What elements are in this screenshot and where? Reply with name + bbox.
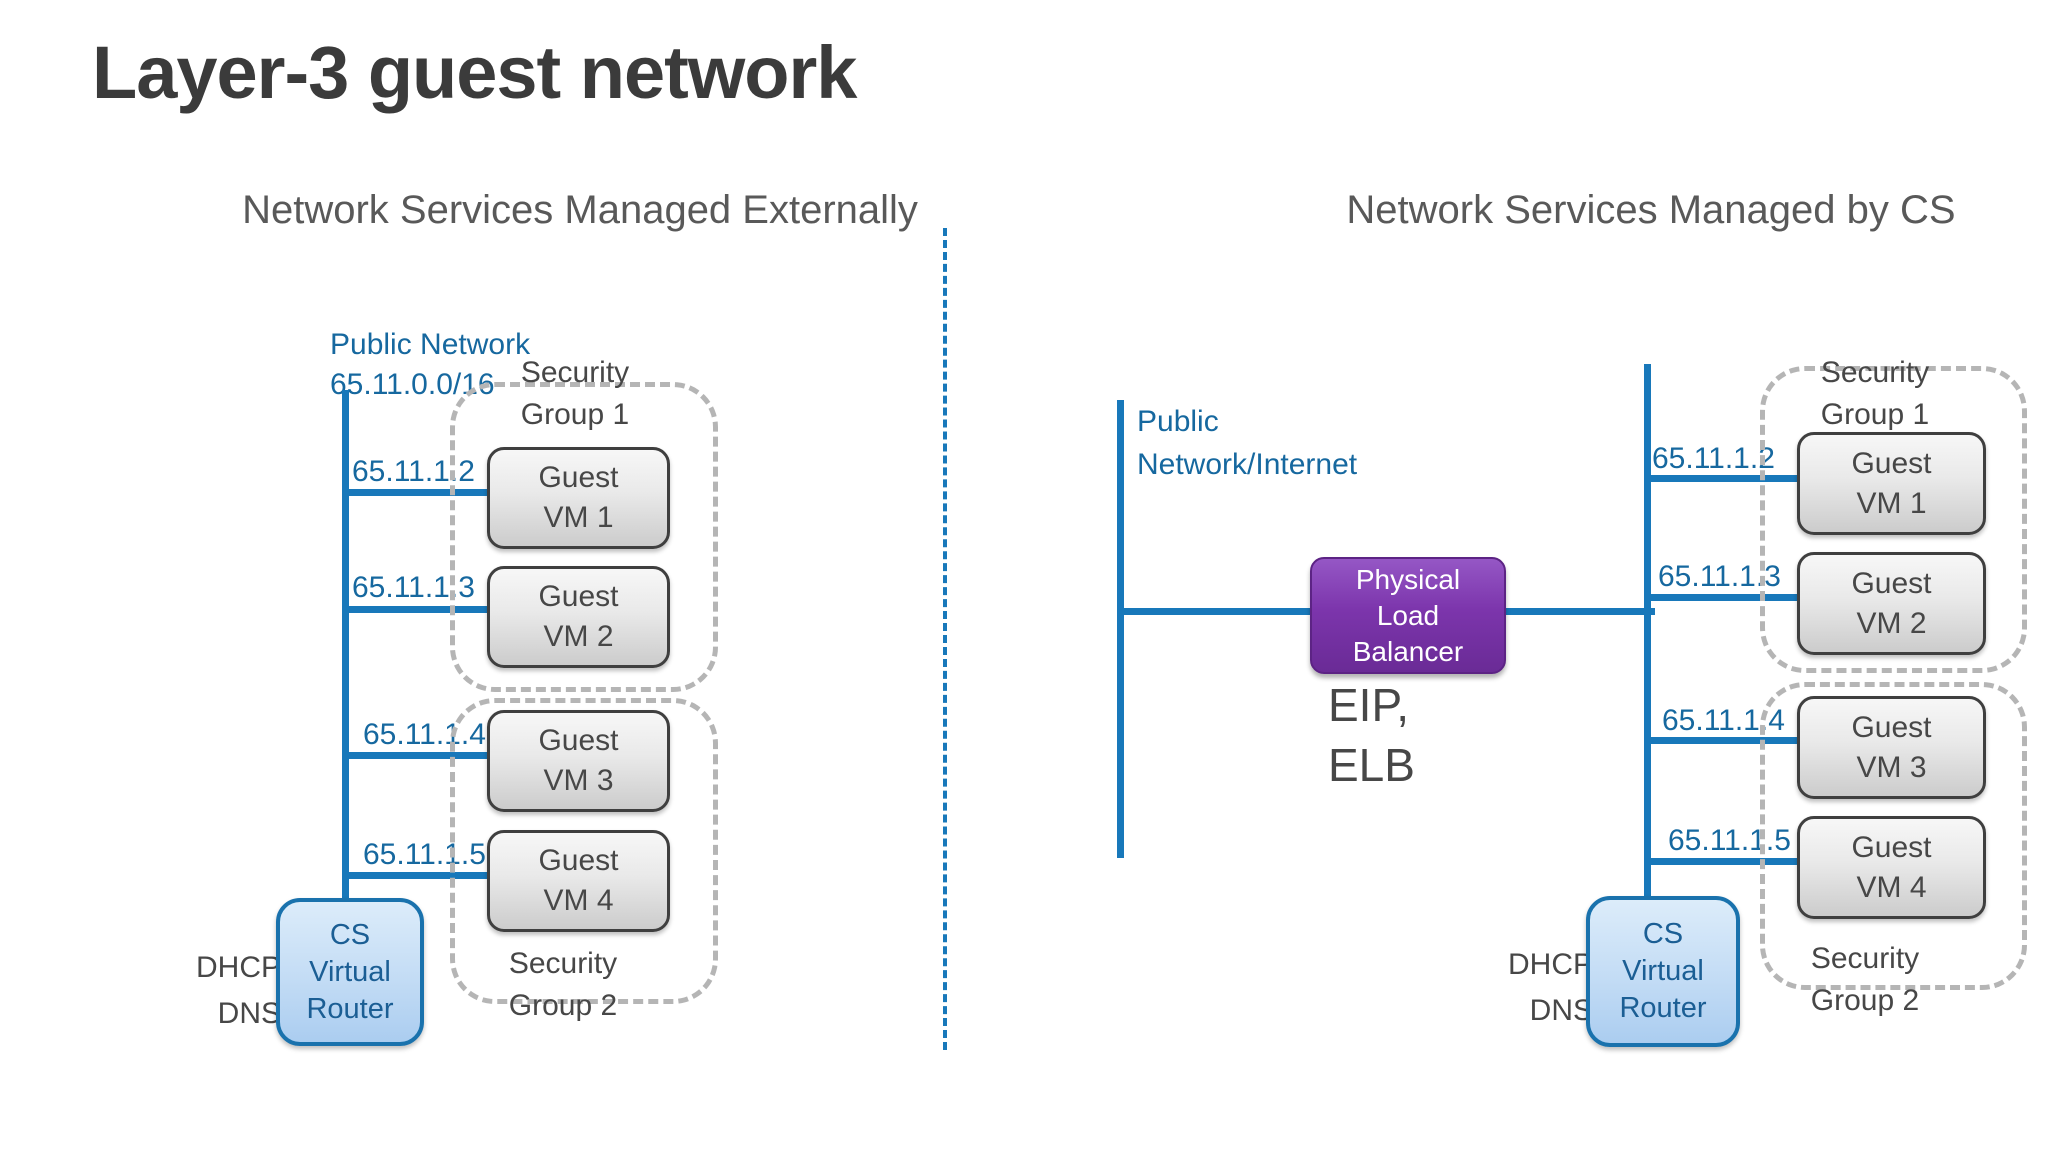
right-security-group-1-box xyxy=(1760,366,2027,673)
left-sg1-label-line1: Security xyxy=(520,356,630,389)
right-sg1-label-line2: Group 1 xyxy=(1820,398,1930,431)
right-dhcp-label: DHCP xyxy=(1508,948,1594,981)
left-sg2-label-line1: Security xyxy=(508,947,618,980)
left-branch-line-vm3 xyxy=(345,752,490,759)
left-security-group-2-label: Security Group 2 xyxy=(483,943,643,1027)
left-guest-vm-2: Guest VM 2 xyxy=(487,566,670,668)
left-vm1-line1: Guest xyxy=(538,461,619,494)
right-sg1-label-line1: Security xyxy=(1820,356,1930,389)
left-branch-line-vm2 xyxy=(345,606,490,613)
left-vm4-line1: Guest xyxy=(538,844,619,877)
right-network-bus-line xyxy=(1644,364,1651,900)
left-cs-virtual-router: CS Virtual Router xyxy=(276,898,424,1046)
right-vm3-line2: VM 3 xyxy=(1856,750,1927,784)
right-dhcp-dns-label: DHCP DNS xyxy=(1508,942,1593,1034)
right-section-header: Network Services Managed by CS xyxy=(1346,188,1956,232)
left-router-line1: CS xyxy=(329,918,371,951)
right-vm3-line1: Guest xyxy=(1851,710,1932,744)
load-balancer-line2: Load xyxy=(1376,599,1440,631)
right-vm4-line1: Guest xyxy=(1851,830,1932,864)
left-security-group-1-label: Security Group 1 xyxy=(495,352,655,436)
left-guest-vm-3: Guest VM 3 xyxy=(487,710,670,812)
left-public-network-label: Public Network 65.11.0.0/16 xyxy=(330,325,530,405)
load-balancer-line1: Physical xyxy=(1355,563,1461,595)
left-router-line2: Virtual xyxy=(309,955,391,988)
right-ip-label-1: 65.11.1.2 xyxy=(1652,442,1775,475)
right-branch-line-vm2 xyxy=(1647,594,1797,601)
eip-elb-annotation: EIP, ELB xyxy=(1328,675,1415,795)
left-security-group-2-box xyxy=(450,698,718,1004)
right-vm1-line2: VM 1 xyxy=(1856,486,1927,520)
right-branch-line-vm1 xyxy=(1647,475,1797,482)
left-branch-line-vm1 xyxy=(345,489,490,496)
right-public-network-line2: Network/Internet xyxy=(1137,448,1358,481)
left-guest-vm-1: Guest VM 1 xyxy=(487,447,670,549)
left-vm2-line1: Guest xyxy=(538,580,619,613)
physical-load-balancer: Physical Load Balancer xyxy=(1310,557,1506,674)
right-sg2-label-line1: Security xyxy=(1810,942,1920,975)
elb-annotation: ELB xyxy=(1328,739,1415,791)
right-security-group-2-box xyxy=(1760,682,2027,990)
left-ip-label-4: 65.11.1.5 xyxy=(363,838,486,871)
right-branch-line-vm4 xyxy=(1647,858,1797,865)
right-security-group-2-label: Security Group 2 xyxy=(1785,938,1945,1022)
left-vm3-line1: Guest xyxy=(538,724,619,757)
left-sg1-label-line2: Group 1 xyxy=(520,398,630,431)
left-dns-label: DNS xyxy=(217,997,282,1030)
right-router-line1: CS xyxy=(1642,918,1684,950)
left-dhcp-dns-label: DHCP DNS xyxy=(196,945,281,1037)
right-branch-line-vm3 xyxy=(1647,737,1797,744)
right-guest-vm-3: Guest VM 3 xyxy=(1797,696,1986,799)
left-branch-line-vm4 xyxy=(345,872,490,879)
right-public-network-line1: Public xyxy=(1137,405,1219,438)
right-ip-label-4: 65.11.1.5 xyxy=(1668,824,1791,857)
left-vm4-line2: VM 4 xyxy=(543,884,614,917)
right-guest-vm-1: Guest VM 1 xyxy=(1797,432,1986,535)
slide-title: Layer-3 guest network xyxy=(92,31,857,114)
left-vm2-line2: VM 2 xyxy=(543,620,614,653)
right-router-line3: Router xyxy=(1619,992,1707,1024)
left-dhcp-label: DHCP xyxy=(196,951,282,984)
left-sg2-label-line2: Group 2 xyxy=(508,989,618,1022)
left-security-group-1-box xyxy=(450,382,718,692)
right-public-network-label: Public Network/Internet xyxy=(1137,400,1357,486)
left-vm1-line2: VM 1 xyxy=(543,501,614,534)
right-vm2-line2: VM 2 xyxy=(1856,606,1927,640)
right-router-line2: Virtual xyxy=(1622,955,1704,987)
right-vm2-line1: Guest xyxy=(1851,566,1932,600)
right-cs-virtual-router: CS Virtual Router xyxy=(1586,896,1740,1047)
right-sg2-label-line2: Group 2 xyxy=(1810,984,1920,1017)
left-guest-vm-4: Guest VM 4 xyxy=(487,830,670,932)
left-vm3-line2: VM 3 xyxy=(543,764,614,797)
load-balancer-line3: Balancer xyxy=(1352,635,1464,667)
right-public-network-line xyxy=(1117,400,1124,858)
left-network-bus-line xyxy=(342,390,349,915)
left-router-line3: Router xyxy=(306,992,394,1025)
eip-annotation: EIP, xyxy=(1328,679,1409,731)
section-divider-line xyxy=(943,228,947,1050)
right-guest-vm-2: Guest VM 2 xyxy=(1797,552,1986,655)
left-public-network-line1: Public Network xyxy=(330,328,531,361)
right-vm1-line1: Guest xyxy=(1851,446,1932,480)
right-guest-vm-4: Guest VM 4 xyxy=(1797,816,1986,919)
left-section-header: Network Services Managed Externally xyxy=(242,188,918,232)
right-dns-label: DNS xyxy=(1529,994,1594,1027)
right-vm4-line2: VM 4 xyxy=(1856,870,1927,904)
right-security-group-1-label: Security Group 1 xyxy=(1795,352,1955,436)
